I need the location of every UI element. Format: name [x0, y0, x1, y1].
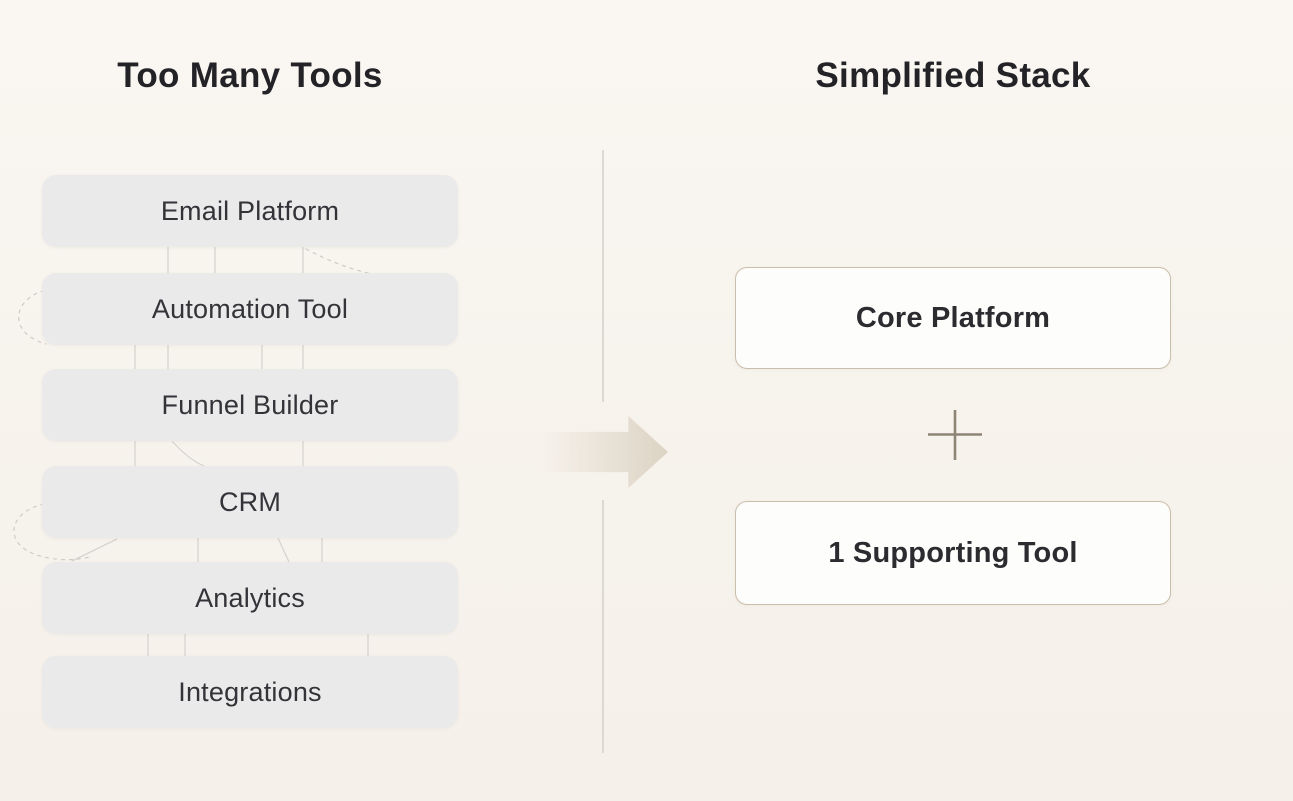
- stack-label: 1 Supporting Tool: [828, 536, 1078, 569]
- column-divider-bottom-segment: [602, 500, 604, 753]
- connector-line: [71, 538, 118, 562]
- tool-label: Funnel Builder: [161, 389, 339, 420]
- tool-label: Automation Tool: [151, 293, 349, 324]
- tool-box-analytics: Analytics: [42, 562, 458, 634]
- connector-dashed-line: [305, 248, 373, 275]
- tool-box-automation-tool: Automation Tool: [42, 273, 458, 345]
- tool-box-funnel-builder: Funnel Builder: [42, 369, 458, 441]
- stack-label: Core Platform: [855, 301, 1051, 334]
- column-divider-top-segment: [602, 150, 604, 402]
- tool-label: Email Platform: [160, 195, 340, 226]
- right-panel-title: Simplified Stack: [815, 56, 1091, 95]
- tool-label: Analytics: [195, 582, 305, 613]
- tool-label: CRM: [218, 486, 282, 517]
- tool-box-integrations: Integrations: [42, 656, 458, 728]
- connector-line: [171, 440, 205, 467]
- connector-dashed-loop: [13, 503, 91, 561]
- core-platform-box: Core Platform: [735, 267, 1171, 369]
- tool-label: Integrations: [178, 676, 322, 707]
- tool-box-email-platform: Email Platform: [42, 175, 458, 247]
- left-panel-title: Too Many Tools: [117, 56, 383, 95]
- connector-line: [277, 537, 290, 563]
- supporting-tool-box: 1 Supporting Tool: [735, 501, 1171, 605]
- plus-icon: [928, 410, 982, 460]
- tool-box-crm: CRM: [42, 466, 458, 538]
